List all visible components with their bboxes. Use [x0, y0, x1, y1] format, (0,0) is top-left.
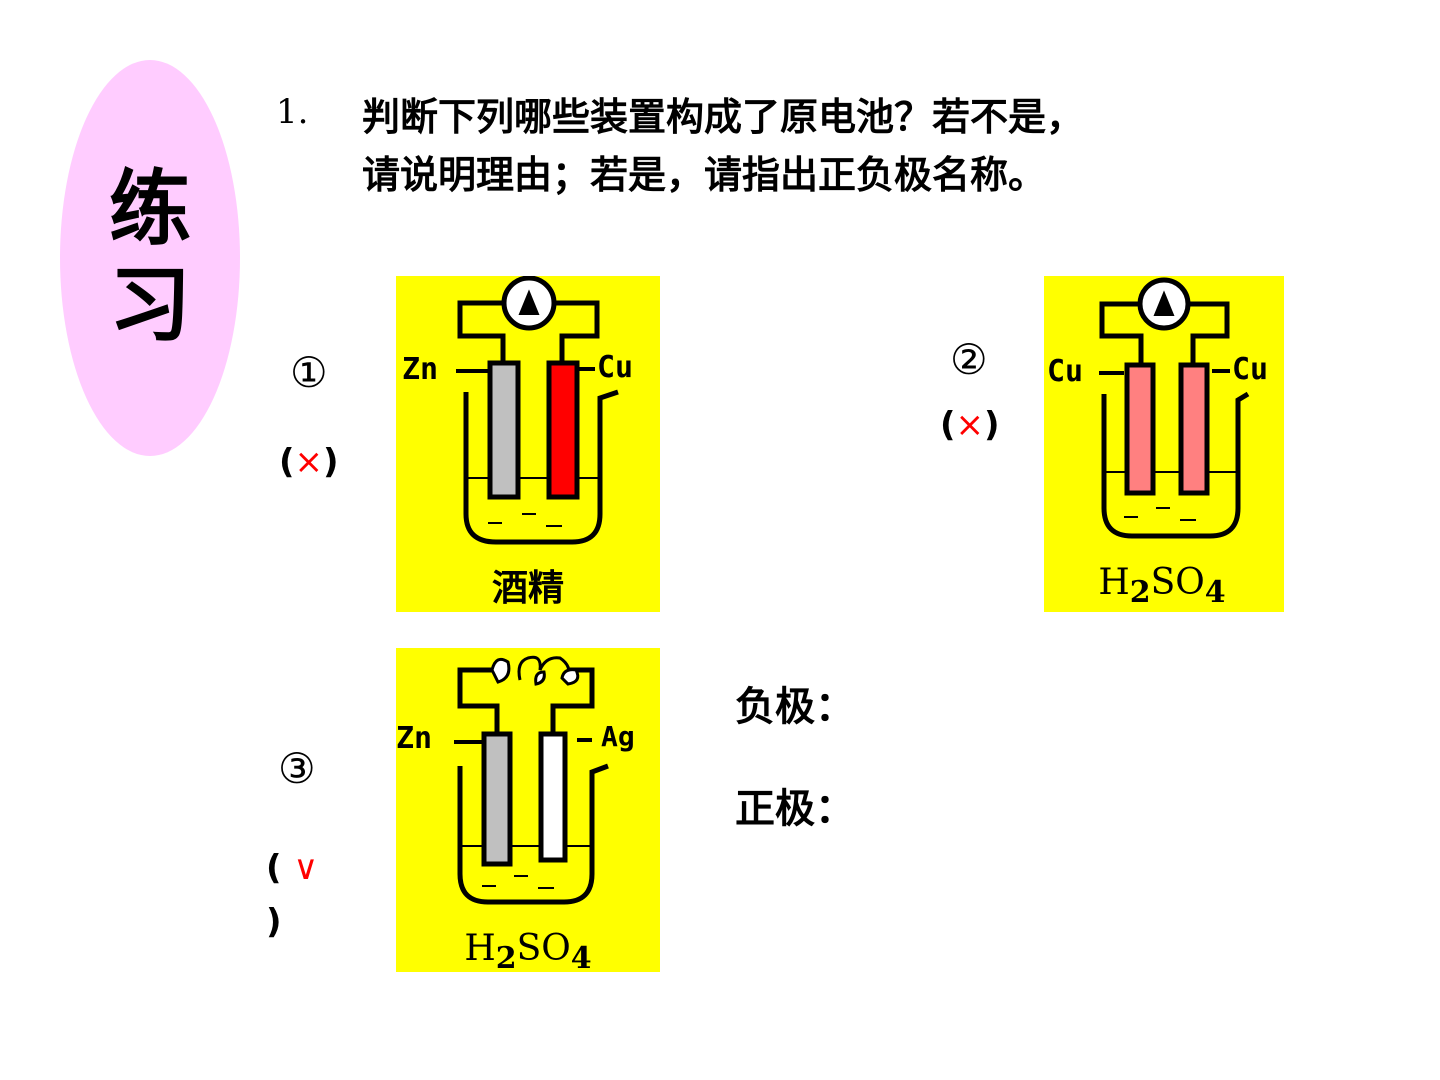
item-3-mark-close: ) [266, 902, 282, 942]
item-1-mark-symbol: × [294, 442, 324, 482]
item-2-right-electrode-label: Cu [1232, 352, 1268, 387]
item-2-mark-symbol: × [955, 405, 985, 445]
bulb-icon [490, 655, 580, 686]
item-3-background [396, 648, 660, 972]
item-2-mark: (×) [940, 405, 1000, 445]
item-2-wire-right [1188, 301, 1230, 363]
item-1-zinc-electrode [487, 360, 521, 500]
item-3-zinc-electrode [481, 731, 513, 867]
item-3-apparatus: Zn Ag H2SO4 [396, 648, 660, 972]
item-2-apparatus: Cu Cu H2SO4 [1044, 276, 1284, 612]
item-2-copper-electrode-left [1124, 362, 1156, 496]
item-2-solution-label: H2SO4 [1098, 562, 1225, 610]
question-line-1: 判断下列哪些装置构成了原电池？若不是， [362, 95, 1085, 139]
item-1-beaker [463, 389, 619, 545]
item-3-index: ③ [278, 744, 316, 793]
item-2-copper-electrode-right [1178, 362, 1210, 496]
question-line-2: 请说明理由；若是，请指出正负极名称。 [362, 153, 1047, 197]
item-2-wire-left [1099, 301, 1144, 363]
item-1-diagram: Zn Cu 酒精 [396, 276, 660, 612]
exercise-badge: 练习 [60, 60, 240, 456]
item-1-background [396, 276, 660, 612]
item-2-background [1044, 276, 1284, 612]
ammeter-icon [1137, 277, 1191, 331]
positive-electrode-label: 正极： [735, 786, 855, 832]
item-1-wire-right [554, 300, 600, 363]
item-3-left-electrode-label: Zn [396, 721, 432, 756]
item-3-wire-left [457, 667, 500, 734]
item-1-mark: (×) [279, 442, 339, 482]
item-3-silver-electrode [538, 731, 568, 863]
item-1-apparatus: Zn Cu 酒精 [396, 276, 660, 612]
item-2-diagram: Cu Cu H2SO4 [1044, 276, 1284, 612]
item-3-right-electrode-label: Ag [601, 720, 635, 753]
item-3-diagram: Zn Ag H2SO4 [396, 648, 660, 972]
item-1-left-electrode-label: Zn [402, 352, 438, 387]
item-1-wire-left [457, 300, 506, 363]
item-1-copper-electrode [546, 360, 580, 500]
negative-electrode-label: 负极： [735, 684, 855, 730]
ammeter-icon [501, 276, 557, 331]
item-3-solution-label: H2SO4 [464, 928, 591, 972]
item-2-left-electrode-label: Cu [1047, 354, 1083, 389]
item-2-beaker [1101, 391, 1250, 539]
item-1-index: ① [290, 348, 328, 397]
item-3-mark-open-line: ( ∨ [266, 848, 319, 888]
item-2-index: ② [950, 335, 988, 384]
item-1-right-electrode-label: Cu [597, 350, 633, 385]
item-3-beaker [457, 763, 609, 905]
item-1-solution-label: 酒精 [492, 568, 564, 609]
item-3-mark-symbol: ∨ [293, 848, 319, 888]
badge-text: 练习 [108, 162, 191, 353]
item-3-wire-right [550, 667, 595, 734]
question-number: 1. [276, 92, 309, 132]
